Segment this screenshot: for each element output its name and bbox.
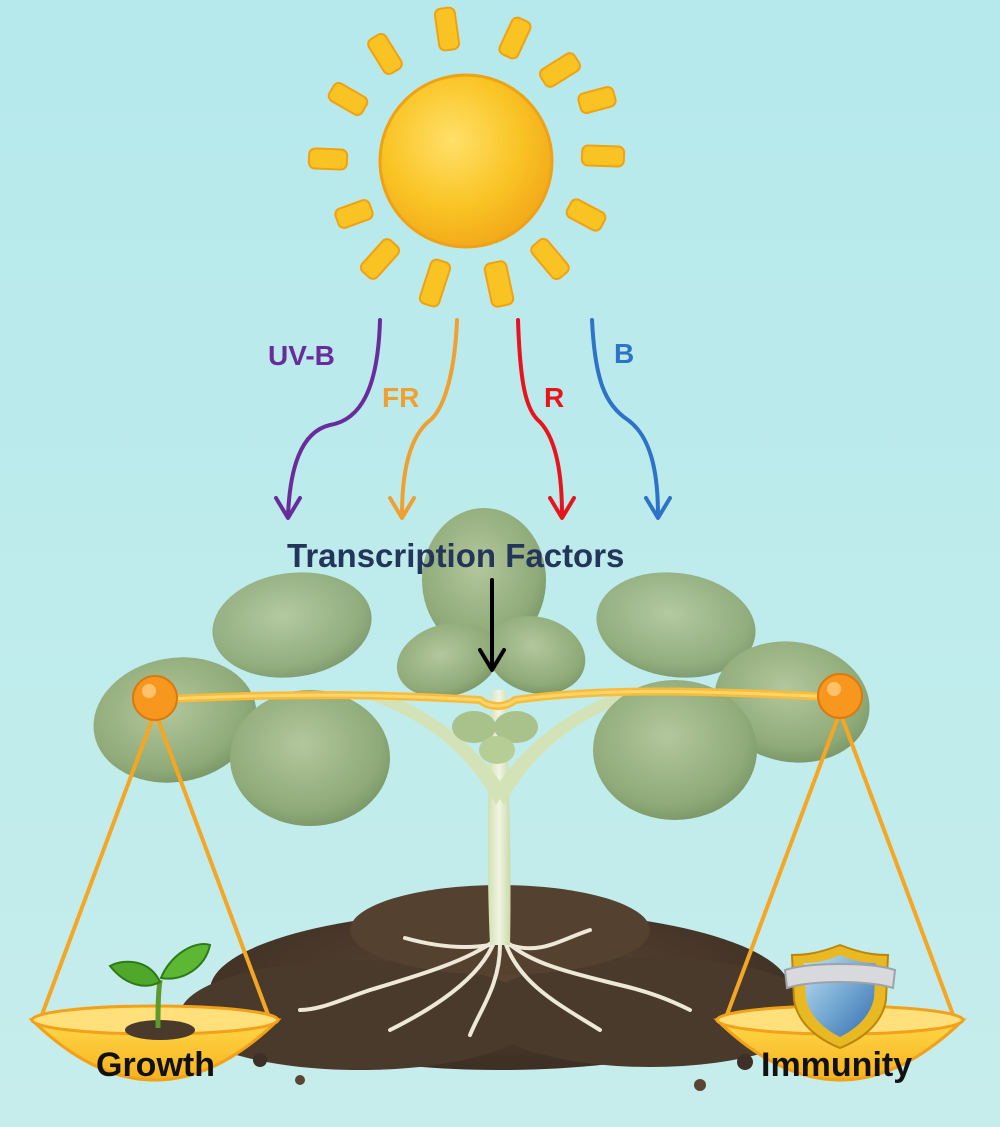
left-pan xyxy=(28,1004,282,1082)
top-leaves xyxy=(396,508,586,764)
tf-down-arrow xyxy=(478,578,506,672)
uvb-label: UV-B xyxy=(268,340,335,371)
transcription-factors-label: Transcription Factors xyxy=(287,537,625,574)
left-leaves xyxy=(93,572,390,826)
r-arrow xyxy=(516,318,576,520)
b-arrow xyxy=(590,318,672,520)
left-scale-strings xyxy=(38,711,272,1021)
soil xyxy=(180,885,820,1091)
light-arrows xyxy=(274,318,672,520)
seedling-icon xyxy=(108,943,212,1040)
fr-arrow xyxy=(388,318,459,520)
sun-icon xyxy=(307,6,626,308)
plant xyxy=(93,508,870,945)
immunity-label: Immunity xyxy=(761,1046,913,1084)
balance-scale xyxy=(28,673,967,1082)
b-label: B xyxy=(614,338,635,369)
roots xyxy=(298,928,692,1037)
fr-label: FR xyxy=(382,382,420,413)
r-label: R xyxy=(544,382,565,413)
right-pivot-knob xyxy=(817,673,863,719)
shield-icon xyxy=(783,943,897,1050)
left-pivot-knob xyxy=(132,675,178,721)
uvb-arrow xyxy=(274,318,382,520)
right-scale-strings xyxy=(723,711,957,1021)
growth-label: Growth xyxy=(96,1046,215,1084)
